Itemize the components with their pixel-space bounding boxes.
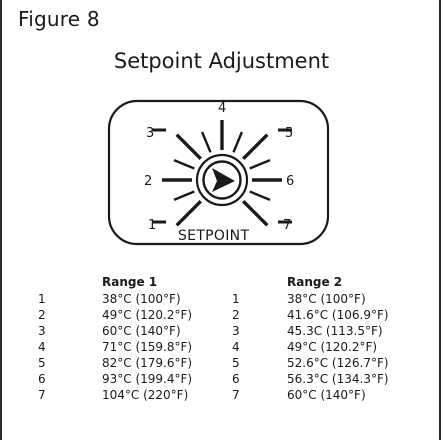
range-2-row: 4 49°C (120.2°F) xyxy=(232,339,432,355)
dial-major-tick xyxy=(175,133,203,161)
figure-title: Setpoint Adjustment xyxy=(113,49,330,73)
range-2-temperature-value: 56.3°C (134.3°F) xyxy=(287,372,389,386)
range-2-temperature-value: 52.6°C (126.7°F) xyxy=(287,356,389,370)
range-1-temperature-value: 82°C (179.6°F) xyxy=(102,356,193,370)
range-2-row: 2 41.6°C (106.9°F) xyxy=(232,307,432,323)
range-1-table: Range 1 1 38°C (100°F) 2 49°C (120.2°F) 3 60°… xyxy=(38,275,228,425)
range-2-row: 1 38°C (100°F) xyxy=(232,291,432,307)
range-2-position-number: 5 xyxy=(232,356,240,370)
dial-minor-tick xyxy=(232,131,244,153)
dial-major-tick xyxy=(175,199,203,227)
range-1-temperature-value: 104°C (220°F) xyxy=(102,388,189,402)
range-1-temperature-value: 60°C (140°F) xyxy=(102,324,181,338)
range-1-position-number: 5 xyxy=(38,356,46,370)
dial-position-1: 1 xyxy=(148,218,156,233)
range-1-row: 3 60°C (140°F) xyxy=(38,323,228,339)
range-1-row: 6 93°C (199.4°F) xyxy=(38,371,228,387)
range-2-position-number: 2 xyxy=(232,308,240,322)
range-1-row: 2 49°C (120.2°F) xyxy=(38,307,228,323)
range-2-position-number: 4 xyxy=(232,340,240,354)
range-1-position-number: 7 xyxy=(38,388,46,402)
range-1-position-number: 3 xyxy=(38,324,46,338)
range-1-temperature-value: 71°C (159.8°F) xyxy=(102,340,193,354)
dial-position-7: 7 xyxy=(283,218,291,233)
range-2-position-number: 7 xyxy=(232,388,240,402)
dial-minor-tick xyxy=(173,158,195,170)
setpoint-label: SETPOINT xyxy=(178,228,249,244)
range-2-position-number: 3 xyxy=(232,324,240,338)
figure-label: Figure 8 xyxy=(18,7,100,31)
range-2-row: 3 45.3C (113.5°F) xyxy=(232,323,432,339)
dial-major-tick xyxy=(241,133,269,161)
range-1-row: 5 82°C (179.6°F) xyxy=(38,355,228,371)
range-2-header: Range 2 xyxy=(287,275,343,289)
range-1-position-number: 2 xyxy=(38,308,46,322)
range-1-row: 4 71°C (159.8°F) xyxy=(38,339,228,355)
range-2-temperature-value: 45.3C (113.5°F) xyxy=(287,324,383,338)
dial-major-tick xyxy=(241,199,269,227)
dial-minor-tick xyxy=(249,158,271,170)
range-1-position-number: 6 xyxy=(38,372,46,386)
dial-tick-marks xyxy=(152,120,292,227)
range-2-position-number: 6 xyxy=(232,372,240,386)
range-2-position-number: 1 xyxy=(232,292,240,306)
range-2-temperature-value: 38°C (100°F) xyxy=(287,292,366,306)
dial-position-5: 5 xyxy=(285,126,293,141)
dial-minor-tick xyxy=(173,190,195,202)
dial-minor-tick xyxy=(249,190,271,202)
dial-minor-tick xyxy=(200,131,212,153)
range-2-temperature-value: 60°C (140°F) xyxy=(287,388,366,402)
dial-position-6: 6 xyxy=(286,174,294,189)
range-1-temperature-value: 38°C (100°F) xyxy=(102,292,181,306)
range-1-temperature-value: 49°C (120.2°F) xyxy=(102,308,193,322)
range-2-temperature-value: 49°C (120.2°F) xyxy=(287,340,378,354)
range-1-row: 7 104°C (220°F) xyxy=(38,387,228,403)
range-1-header: Range 1 xyxy=(102,275,158,289)
range-2-row: 5 52.6°C (126.7°F) xyxy=(232,355,432,371)
dial-position-3: 3 xyxy=(146,126,154,141)
range-1-row: 1 38°C (100°F) xyxy=(38,291,228,307)
range-2-row: 7 60°C (140°F) xyxy=(232,387,432,403)
range-2-row: 6 56.3°C (134.3°F) xyxy=(232,371,432,387)
range-1-temperature-value: 93°C (199.4°F) xyxy=(102,372,193,386)
range-1-position-number: 1 xyxy=(38,292,46,306)
dial-position-4: 4 xyxy=(218,101,226,116)
range-1-position-number: 4 xyxy=(38,340,46,354)
range-2-temperature-value: 41.6°C (106.9°F) xyxy=(287,308,389,322)
arrow-pointer-icon xyxy=(212,168,235,192)
dial-position-2: 2 xyxy=(144,174,152,189)
